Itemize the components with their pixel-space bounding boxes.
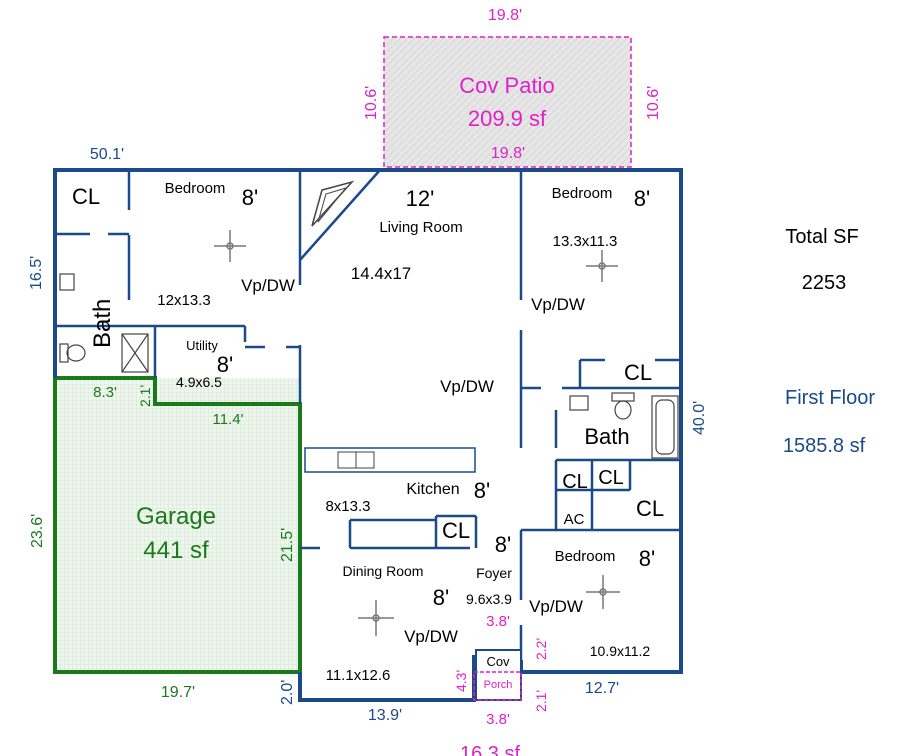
sink-icon <box>569 395 589 411</box>
closet-b-label: CL <box>598 467 624 489</box>
toilet-tank-icon <box>59 343 69 363</box>
bath-left-label: Bath <box>89 299 116 348</box>
porch-label-bottom: Porch <box>484 679 513 691</box>
garage-dim-bottom: 19.7' <box>161 684 195 701</box>
ceiling-fan-icon <box>214 230 246 262</box>
patio-dim-left: 10.6' <box>363 86 380 120</box>
bedroom-br-ceiling: 8' <box>639 546 655 571</box>
porch-total-partial: 16.3 sf <box>460 743 520 756</box>
dim-right: 40.0' <box>691 401 708 435</box>
garage-dim-left: 23.6' <box>29 514 46 548</box>
dim-bottom-mid: 13.9' <box>368 707 402 724</box>
living-room-size: 14.4x17 <box>351 264 412 283</box>
patio-dim-right: 10.6' <box>645 86 662 120</box>
porch-dim-top: 3.8' <box>486 613 510 630</box>
ceiling-fan-icons <box>214 230 620 636</box>
fireplace-icon <box>311 180 355 227</box>
porch-dim-right-top: 2.2' <box>533 638 549 660</box>
shower-icon <box>121 333 149 373</box>
bedroom-tr-ceiling: 8' <box>634 186 650 211</box>
patio-title: Cov Patio <box>459 73 554 98</box>
bedroom-br-vpdw: Vp/DW <box>529 597 583 616</box>
kitchen-label: Kitchen <box>406 481 459 498</box>
dining-ceiling: 8' <box>433 585 449 610</box>
dim-bottom-right: 12.7' <box>585 680 619 697</box>
bedroom-tl-ceiling: 8' <box>242 185 258 210</box>
closet-a-label: CL <box>562 471 588 493</box>
closet-right-label: CL <box>624 360 652 385</box>
bedroom-br-label: Bedroom <box>555 548 616 565</box>
covered-porch <box>473 649 522 701</box>
bath-right-label: Bath <box>584 424 629 449</box>
porch-dim-bottom: 3.8' <box>486 711 510 728</box>
kitchen-size: 8x13.3 <box>325 498 370 515</box>
foyer-size: 9.6x3.9 <box>466 591 512 607</box>
garage-dim-small: 2.1' <box>137 385 153 407</box>
porch-label-top: Cov <box>486 654 510 669</box>
interior-walls <box>55 168 681 672</box>
sink-icon <box>59 273 75 291</box>
patio-dim-bottom: 19.8' <box>491 145 525 162</box>
garage-dim-top-right: 11.4' <box>213 411 244 428</box>
toilet-tank-icon <box>611 392 635 402</box>
living-room-label: Living Room <box>379 219 462 236</box>
closet-c-label: CL <box>636 496 664 521</box>
foyer-label: Foyer <box>476 565 512 581</box>
dim-bottom-left: 2.0' <box>279 680 296 705</box>
first-floor-area: 1585.8 sf <box>783 435 866 457</box>
bath-fixtures-right <box>569 392 679 459</box>
patio-area: 209.9 sf <box>468 106 547 131</box>
kitchen-counter <box>304 447 476 473</box>
garage-dim-right: 21.5' <box>279 528 296 562</box>
bedroom-tl-size: 12x13.3 <box>157 292 210 309</box>
bedroom-tl-vpdw: Vp/DW <box>241 276 295 295</box>
bedroom-br-size: 10.9x11.2 <box>590 643 651 659</box>
closet-kitchen-label: CL <box>442 518 470 543</box>
bedroom-tr-vpdw: Vp/DW <box>531 295 585 314</box>
living-ceiling: 12' <box>406 186 435 211</box>
bath-fixtures-left <box>59 273 149 373</box>
porch-dim-left: 4.3' <box>453 670 469 692</box>
dining-room-size: 11.1x12.6 <box>326 667 391 684</box>
ceiling-fan-icon <box>586 250 618 282</box>
dim-top: 50.1' <box>90 146 124 163</box>
kitchen-ceiling: 8' <box>474 478 490 503</box>
ac-label: AC <box>564 511 585 528</box>
ceiling-fan-icon <box>358 600 394 636</box>
foyer-ceiling: 8' <box>495 532 511 557</box>
closet-label: CL <box>72 184 100 209</box>
patio-dim-top: 19.8' <box>488 7 522 24</box>
bedroom-tr-size: 13.3x11.3 <box>553 233 618 250</box>
ceiling-fan-icon <box>586 575 620 609</box>
garage-grid <box>55 378 300 672</box>
patio-outline <box>383 36 632 168</box>
dining-room-label: Dining Room <box>343 563 424 579</box>
toilet-icon <box>66 344 86 362</box>
total-sf-label: Total SF <box>785 226 858 248</box>
bedroom-tr-label: Bedroom <box>552 185 613 202</box>
total-sf-value: 2253 <box>802 272 847 294</box>
bathtub-icon <box>651 395 679 459</box>
porch-dim-right-bottom: 2.1' <box>533 690 549 712</box>
garage-dim-top-left: 8.3' <box>93 384 117 401</box>
utility-ceiling: 8' <box>217 352 233 377</box>
dim-left: 16.5' <box>28 256 45 290</box>
living-vpdw: Vp/DW <box>440 377 494 396</box>
covered-patio <box>383 36 632 168</box>
utility-size: 4.9x6.5 <box>176 374 222 390</box>
garage-area: 441 sf <box>143 537 209 564</box>
dining-vpdw: Vp/DW <box>404 627 458 646</box>
bedroom-tl-label: Bedroom <box>165 180 226 197</box>
first-floor-label: First Floor <box>785 387 875 409</box>
toilet-icon <box>614 400 632 420</box>
utility-label: Utility <box>186 338 218 353</box>
garage-label: Garage <box>136 503 216 530</box>
